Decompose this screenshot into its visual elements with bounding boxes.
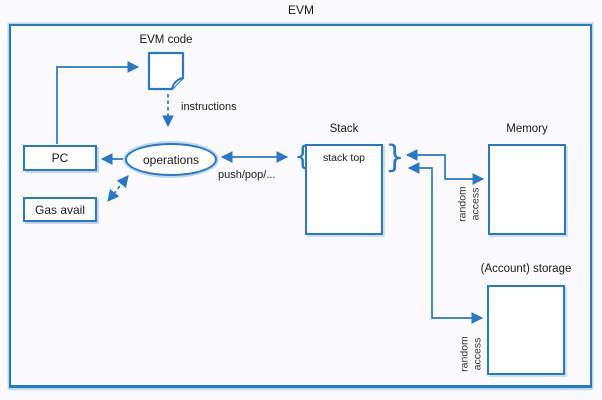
- evm-boundary-box: [9, 24, 592, 388]
- pc-label: PC: [51, 151, 69, 165]
- memory-box: [488, 144, 566, 235]
- operations-label: operations: [142, 152, 200, 167]
- stack-label: Stack: [329, 123, 359, 135]
- evm-title: EVM: [287, 3, 314, 17]
- gas-avail-label: Gas avail: [34, 202, 86, 217]
- push-pop-label: push/pop/...: [218, 169, 276, 181]
- memory-random-access-label: random access: [456, 186, 482, 222]
- evm-code-label: EVM code: [139, 34, 193, 46]
- storage-random-access-label: random access: [458, 336, 484, 372]
- brace-right: }: [385, 139, 405, 175]
- stack-box: stack top: [305, 144, 383, 235]
- storage-label: (Account) storage: [480, 263, 572, 275]
- document-icon: [147, 51, 185, 91]
- storage-box: [487, 285, 565, 375]
- memory-label: Memory: [506, 123, 548, 135]
- pc-box: PC: [23, 145, 97, 171]
- stack-top-cell: stack top: [322, 152, 366, 164]
- operations-ellipse: operations: [125, 143, 217, 176]
- instructions-label: instructions: [181, 101, 237, 113]
- gas-avail-box: Gas avail: [23, 197, 97, 222]
